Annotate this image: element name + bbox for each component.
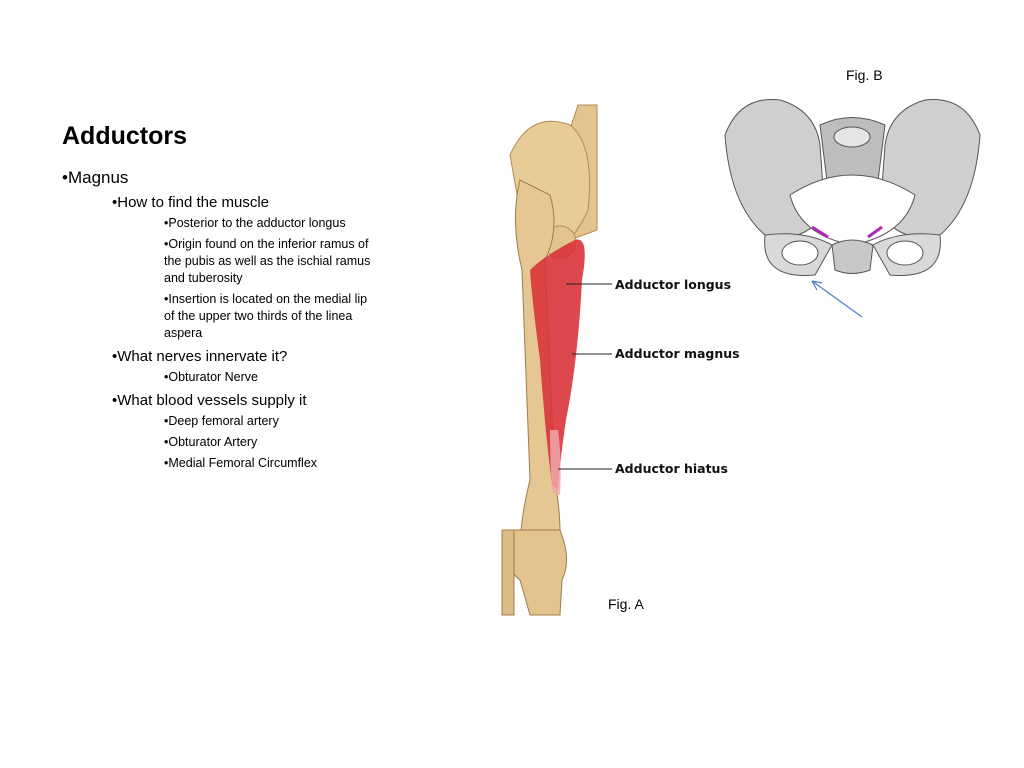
fig-a-caption: Fig. A	[608, 596, 644, 612]
bullet-vessel-heading: •What blood vessels supply it	[112, 392, 307, 409]
fig-b-caption: Fig. B	[846, 67, 883, 83]
bullet-find-item: •Posterior to the adductor longus	[164, 216, 346, 230]
label-adductor-magnus: Adductor magnus	[615, 346, 740, 361]
bullet-find-item: •Insertion is located on the medial lip …	[164, 292, 368, 340]
bullet-vessel-item: •Deep femoral artery	[164, 414, 279, 428]
bullet-nerve-item: •Obturator Nerve	[164, 370, 258, 384]
bullet-nerve-heading: •What nerves innervate it?	[112, 348, 288, 365]
fig-a-thigh-illustration	[501, 104, 612, 616]
bullet-vessel-item: •Medial Femoral Circumflex	[164, 456, 318, 470]
bullet-muscle: •Magnus	[62, 168, 129, 187]
fig-b-pelvis-illustration	[724, 98, 981, 318]
bullet-find-heading: •How to find the muscle	[112, 194, 269, 211]
slide-title: Adductors	[62, 122, 187, 150]
bullet-list: •Magnus •How to find the muscle •Posteri…	[62, 166, 392, 472]
label-adductor-hiatus: Adductor hiatus	[615, 461, 728, 476]
bullet-vessel-item: •Obturator Artery	[164, 435, 258, 449]
label-adductor-longus: Adductor longus	[615, 277, 732, 292]
bullet-find-item: •Origin found on the inferior ramus of t…	[164, 237, 371, 285]
